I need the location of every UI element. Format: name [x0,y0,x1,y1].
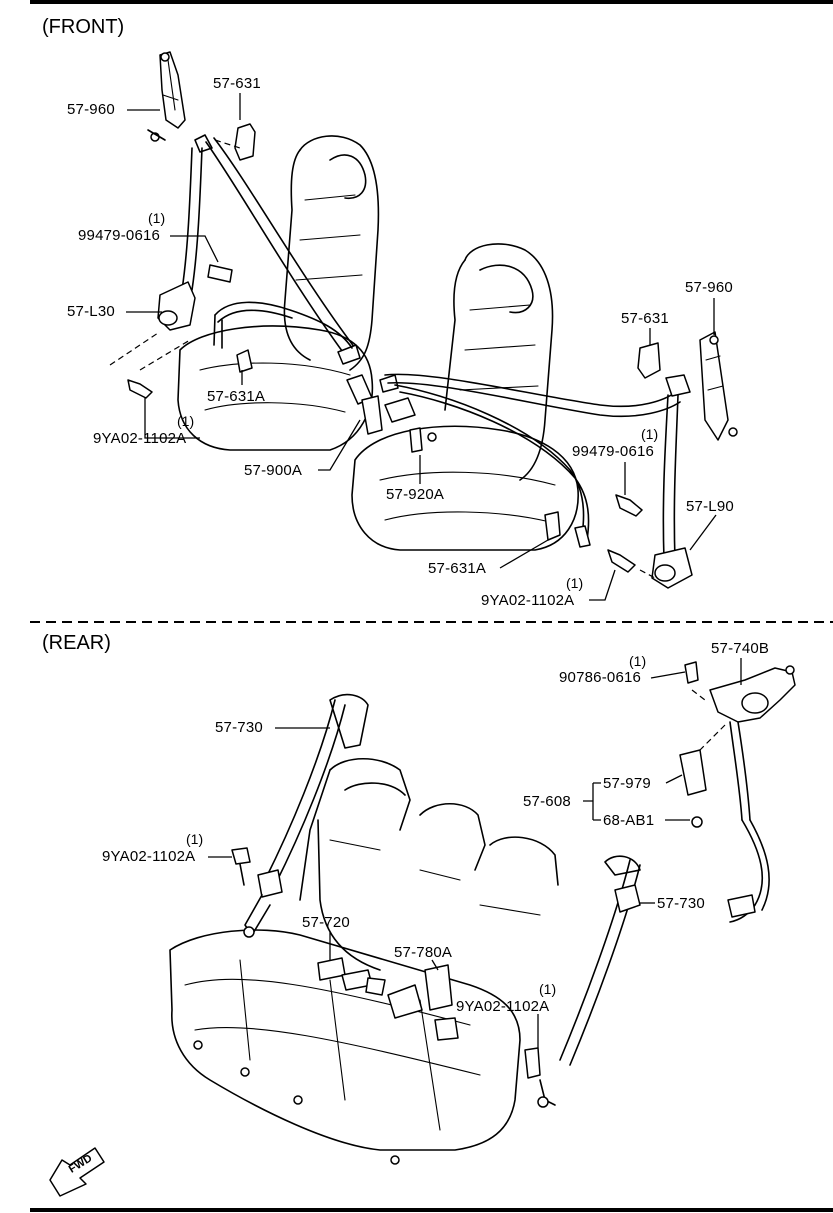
callout-57-631A-left[interactable]: 57-631A [207,388,266,405]
callout-57-L90[interactable]: 57-L90 [686,498,734,515]
rear-seat [169,757,559,1165]
callout-57-730-right[interactable]: 57-730 [657,895,705,912]
front-right-seat [351,243,579,551]
callout-57-608[interactable]: 57-608 [523,793,571,810]
front-left-belt [109,51,361,399]
qty-9YA02-rear-mid: (1) [539,981,557,997]
callout-9YA02-1102A-left[interactable]: 9YA02-1102A [93,430,187,447]
callout-57-960-left[interactable]: 57-960 [67,101,115,118]
callout-57-631-right[interactable]: 57-631 [621,310,669,327]
front-buckles [346,374,437,453]
callout-57-960-right[interactable]: 57-960 [685,279,733,296]
rear-left-belt [231,693,369,938]
callout-90786-0616[interactable]: 90786-0616 [559,669,642,686]
callout-57-979[interactable]: 57-979 [603,775,651,792]
front-leaders [126,93,717,601]
qty-90786: (1) [629,653,647,669]
qty-99479-left: (1) [148,210,166,226]
callout-57-720[interactable]: 57-720 [302,914,350,931]
callout-57-780A[interactable]: 57-780A [394,944,453,961]
callout-57-631-left[interactable]: 57-631 [213,75,261,92]
callout-57-631A-right[interactable]: 57-631A [428,560,487,577]
callout-9YA02-1102A-rear-left[interactable]: 9YA02-1102A [102,848,196,865]
callout-57-920A[interactable]: 57-920A [386,486,445,503]
section-title-rear: (REAR) [42,632,111,654]
qty-9YA02-right: (1) [566,575,584,591]
section-title-front: (FRONT) [42,16,125,38]
rear-center-buckles [317,957,459,1041]
rear-leaders [208,658,742,1048]
qty-99479-right: (1) [641,426,659,442]
callout-9YA02-1102A-right[interactable]: 9YA02-1102A [481,592,575,609]
callout-57-740B[interactable]: 57-740B [711,640,770,657]
qty-9YA02-rear-left: (1) [186,831,204,847]
callout-9YA02-1102A-rear-mid[interactable]: 9YA02-1102A [456,998,550,1015]
callout-57-730-left[interactable]: 57-730 [215,719,263,736]
qty-9YA02-left: (1) [177,413,195,429]
front-left-seat [177,135,380,451]
callout-57-900A[interactable]: 57-900A [244,462,303,479]
rear-right-belt [524,855,641,1108]
rear-retractor-assembly [679,661,796,923]
callout-57-L30[interactable]: 57-L30 [67,303,115,320]
callout-68-AB1[interactable]: 68-AB1 [603,812,655,829]
fwd-arrow-icon [49,1147,105,1197]
front-right-belt [384,331,738,589]
callout-99479-0616-left[interactable]: 99479-0616 [78,227,161,244]
callout-99479-0616-right[interactable]: 99479-0616 [572,443,655,460]
